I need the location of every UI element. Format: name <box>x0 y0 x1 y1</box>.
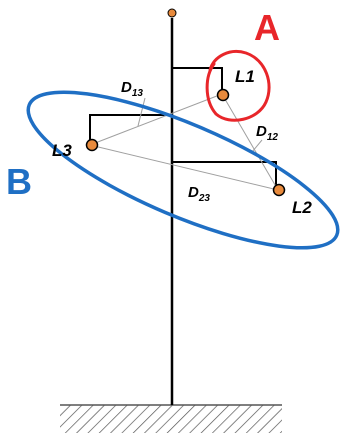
pole-top-marker <box>167 8 177 18</box>
label-d23-sub: 23 <box>198 193 211 204</box>
label-l1: L1 <box>235 67 255 86</box>
circle-a <box>205 50 271 122</box>
label-d12-sub: 12 <box>267 132 279 143</box>
conductor-l1 <box>216 88 230 102</box>
crossarm-l1 <box>172 67 223 92</box>
label-d13: D13 <box>121 79 143 99</box>
ground-hatch <box>60 405 282 433</box>
label-d12: D12 <box>256 123 278 143</box>
distance-line-d13 <box>89 93 223 146</box>
ground <box>60 404 282 433</box>
label-d13-sub: 13 <box>132 88 144 99</box>
leader-d12 <box>251 139 263 153</box>
crossarm-l2 <box>172 161 277 188</box>
label-l2: L2 <box>292 198 312 217</box>
crossarm-l3 <box>89 114 172 140</box>
conductor-l2 <box>272 183 286 197</box>
conductor-l3 <box>85 138 99 152</box>
label-d23-main: D <box>188 184 199 201</box>
distance-line-d12 <box>221 93 279 191</box>
label-l3: L3 <box>52 141 72 160</box>
label-d23: D23 <box>188 184 210 204</box>
ellipse-b <box>26 90 340 250</box>
label-d12-main: D <box>256 123 267 140</box>
distance-line-d23 <box>89 144 279 191</box>
label-d13-main: D <box>121 79 132 96</box>
label-a: A <box>254 7 280 48</box>
leader-d13 <box>137 97 146 127</box>
label-b: B <box>6 161 32 202</box>
